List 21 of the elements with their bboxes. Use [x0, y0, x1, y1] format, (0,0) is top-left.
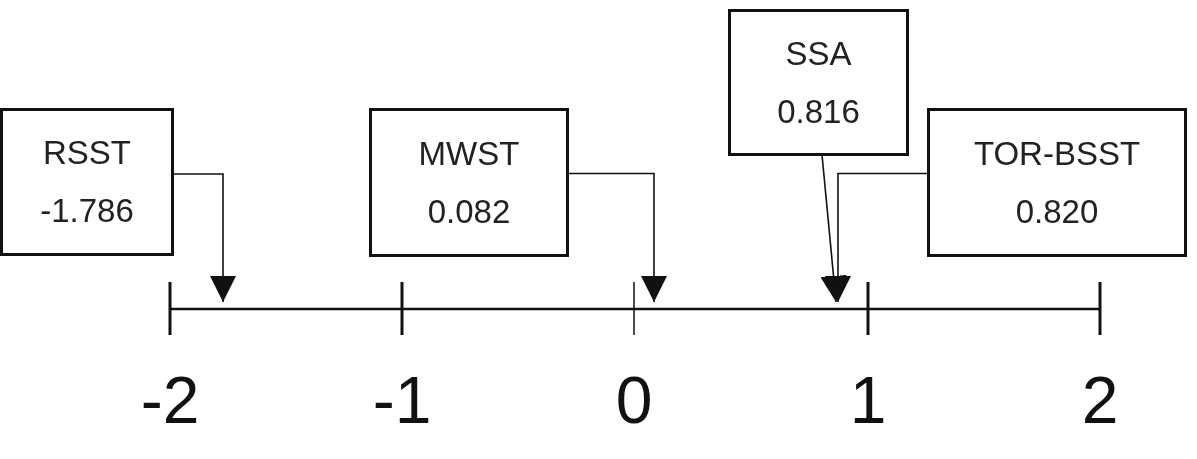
- tick-label: 0: [615, 364, 653, 436]
- value-label: 0.816: [777, 91, 860, 132]
- value-label: -1.786: [40, 191, 134, 231]
- value-box: [927, 108, 1187, 257]
- tick-label: -2: [140, 364, 200, 436]
- leader-arrow: [825, 172, 928, 303]
- leader-arrow: [568, 172, 667, 303]
- value-box: [728, 9, 909, 156]
- value-box: [369, 108, 569, 257]
- name-label: SSA: [785, 33, 852, 74]
- name-label: RSST: [43, 133, 131, 173]
- leader-arrow: [173, 173, 236, 303]
- tick-label: 1: [849, 364, 887, 436]
- value-box: [0, 108, 174, 256]
- value-label: 0.082: [427, 191, 511, 232]
- name-label: TOR-BSST: [973, 133, 1141, 174]
- tick-label: 2: [1081, 364, 1119, 436]
- value-label: 0.820: [1015, 191, 1099, 232]
- leader-arrow: [820, 155, 847, 303]
- name-label: MWST: [418, 133, 520, 174]
- tick-label: -1: [372, 364, 432, 436]
